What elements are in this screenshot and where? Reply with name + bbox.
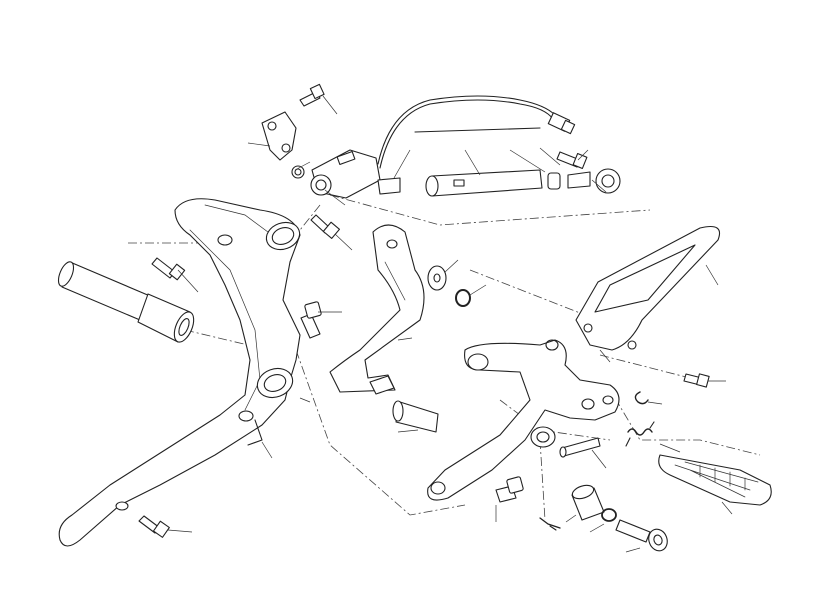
bolt-footrest bbox=[495, 476, 524, 503]
shift-rod bbox=[377, 168, 621, 197]
bolt-upper-left bbox=[151, 257, 186, 281]
spring bbox=[625, 421, 655, 447]
cotter-pin bbox=[539, 517, 561, 531]
bolt-lower-left bbox=[138, 515, 170, 538]
o-ring bbox=[601, 508, 617, 522]
washer-large bbox=[427, 265, 447, 291]
footrest-bracket bbox=[58, 198, 301, 547]
pivot-pin bbox=[559, 437, 601, 458]
bolt-top bbox=[299, 83, 325, 107]
circlip bbox=[455, 289, 471, 307]
bushing bbox=[571, 484, 605, 521]
shift-shaft bbox=[57, 261, 195, 343]
bolt-heel-guard bbox=[683, 373, 710, 388]
bolt-upper-center bbox=[310, 214, 341, 240]
bolt-center-vertical bbox=[300, 301, 322, 339]
clip-small bbox=[634, 391, 649, 405]
gear-shift-lever bbox=[329, 224, 425, 393]
bolt-rod-end bbox=[556, 151, 588, 169]
pivot-bolt bbox=[615, 519, 668, 552]
sensor-bracket bbox=[261, 111, 305, 179]
leader-lines bbox=[167, 95, 733, 553]
assembly-lines bbox=[128, 194, 761, 521]
right-footrest-bracket bbox=[427, 339, 620, 501]
footpeg bbox=[658, 454, 772, 506]
heel-guard bbox=[575, 225, 721, 351]
shift-sensor bbox=[310, 95, 576, 199]
gear-pedal-rubber bbox=[369, 375, 439, 433]
